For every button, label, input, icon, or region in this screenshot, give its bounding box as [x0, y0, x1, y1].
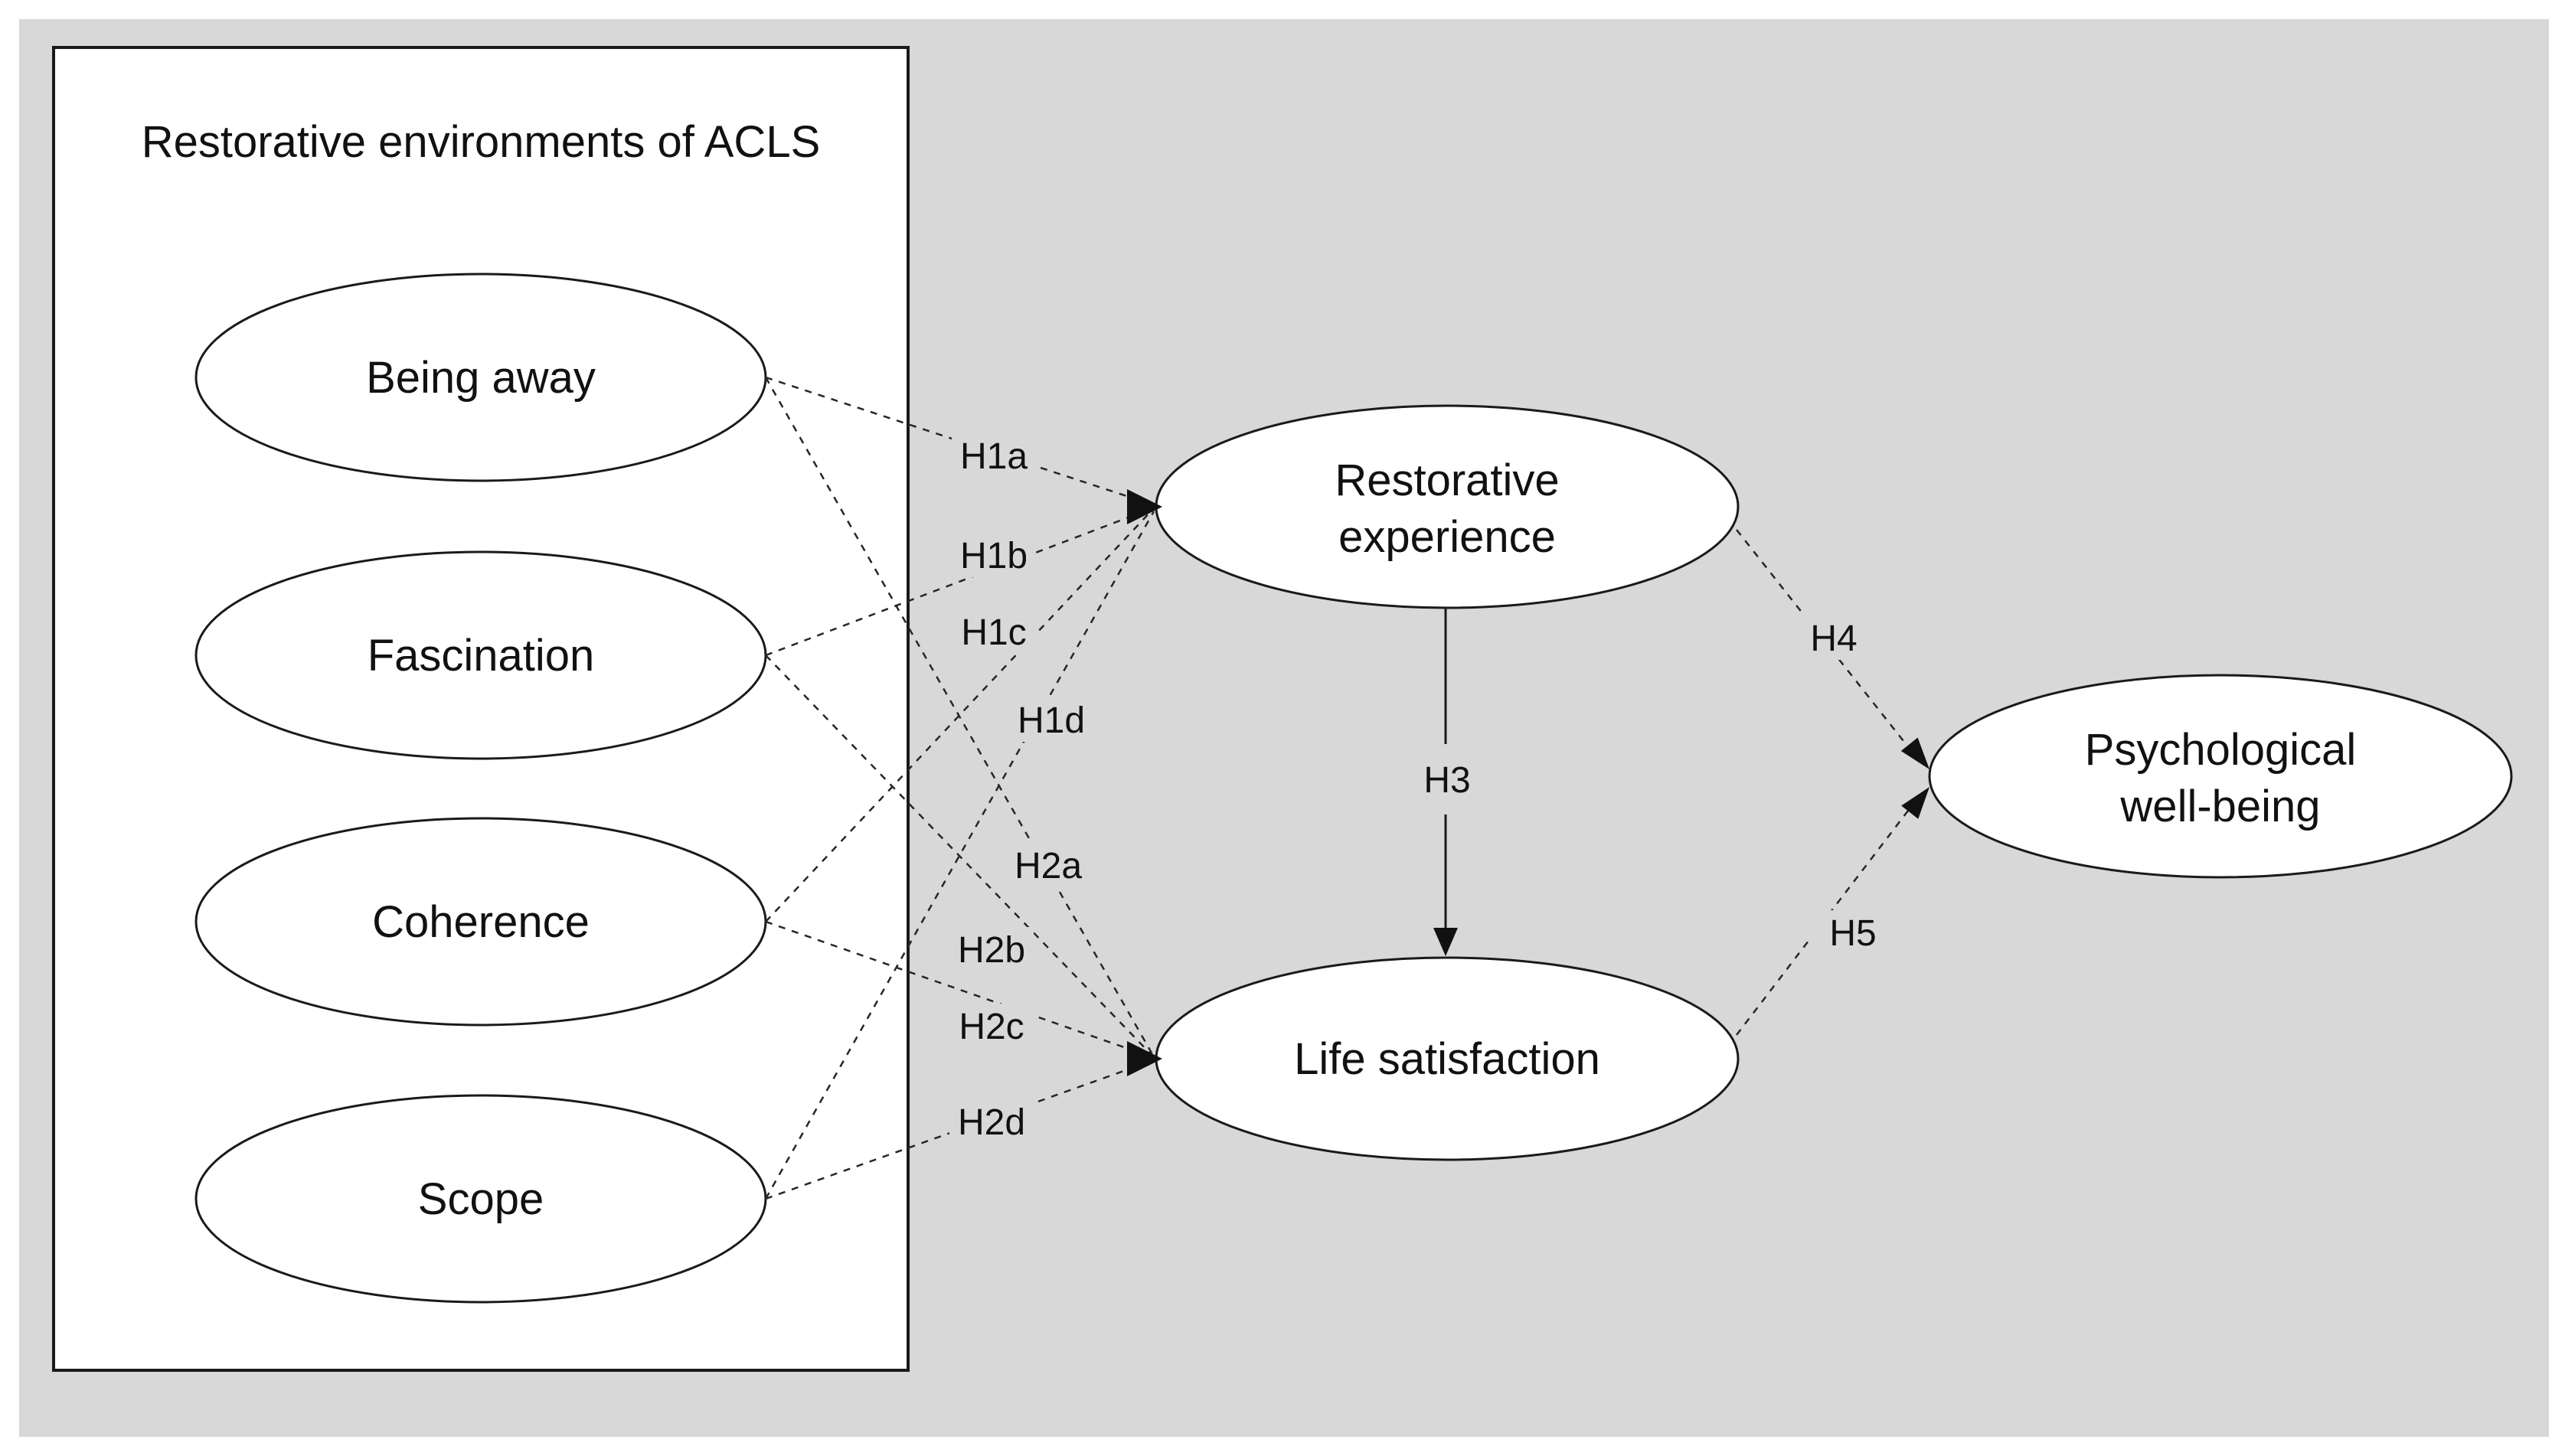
- edge-label-bg-h5: [1811, 910, 1895, 955]
- edge-label-h2a: H2a: [1015, 846, 1082, 886]
- constructs-box-title: Restorative environments of ACLS: [142, 117, 821, 167]
- node-label-life-satisfaction: Life satisfaction: [1294, 1034, 1600, 1084]
- edge-labels: H1a H1b H1c H1d H2a H2b H2c H2d H3 H4 H5: [949, 433, 1895, 1144]
- node-label-coherence: Coherence: [372, 897, 590, 947]
- arrowhead-h3-icon: [1433, 928, 1458, 956]
- edge-label-bg-h3: [1410, 744, 1484, 815]
- edge-label-bg-h1a: [952, 433, 1036, 478]
- edge-label-bg-h2a: [1006, 843, 1090, 887]
- arrowhead-h5-icon: [1901, 787, 1929, 819]
- node-label-fascination: Fascination: [368, 631, 595, 681]
- edge-label-bg-h2b: [949, 927, 1034, 971]
- edge-label-bg-h2d: [949, 1099, 1034, 1144]
- edge-label-h4: H4: [1810, 619, 1857, 659]
- node-labels: Being away Fascination Coherence Scope R…: [366, 353, 2356, 1224]
- edge-label-h1c: H1c: [961, 612, 1026, 653]
- edge-label-bg-h1d: [1009, 697, 1093, 742]
- edge-label-h3: H3: [1423, 760, 1470, 801]
- edge-label-h1d: H1d: [1018, 700, 1085, 741]
- ellipse-restorative-experience: [1155, 404, 1740, 609]
- arrowhead-h4-icon: [1900, 737, 1929, 769]
- edge-h1b: [765, 507, 1153, 657]
- node-label-psychological-well-being-line2: well-being: [2119, 782, 2320, 831]
- node-label-scope: Scope: [418, 1174, 544, 1224]
- edge-h2b: [765, 655, 1153, 1056]
- arrowheads: [1127, 489, 1929, 1076]
- arrowhead-restorative-experience-icon: [1127, 489, 1162, 524]
- node-label-psychological-well-being-line1: Psychological: [2085, 725, 2357, 775]
- edge-label-bg-h2c: [949, 1004, 1034, 1048]
- connector-lines: [764, 376, 1919, 1200]
- edge-h2a: [764, 377, 1154, 1055]
- node-label-restorative-experience-line1: Restorative: [1335, 455, 1559, 505]
- edge-label-h2c: H2c: [959, 1007, 1024, 1047]
- edge-label-h1b: H1b: [960, 536, 1028, 576]
- node-label-restorative-experience-line2: experience: [1338, 512, 1556, 562]
- edge-h5: [1736, 797, 1919, 1036]
- edge-label-bg-h1c: [952, 609, 1036, 654]
- edge-label-h5: H5: [1829, 913, 1876, 954]
- edge-label-h2b: H2b: [958, 930, 1025, 971]
- edge-label-h1a: H1a: [960, 436, 1028, 477]
- edge-label-h2d: H2d: [958, 1102, 1025, 1143]
- ellipse-psychological-well-being: [1928, 674, 2513, 879]
- edge-label-bg-h1b: [952, 533, 1036, 577]
- edge-label-bg-h4: [1792, 615, 1876, 660]
- arrowhead-life-satisfaction-icon: [1127, 1041, 1162, 1076]
- node-label-being-away: Being away: [366, 353, 596, 403]
